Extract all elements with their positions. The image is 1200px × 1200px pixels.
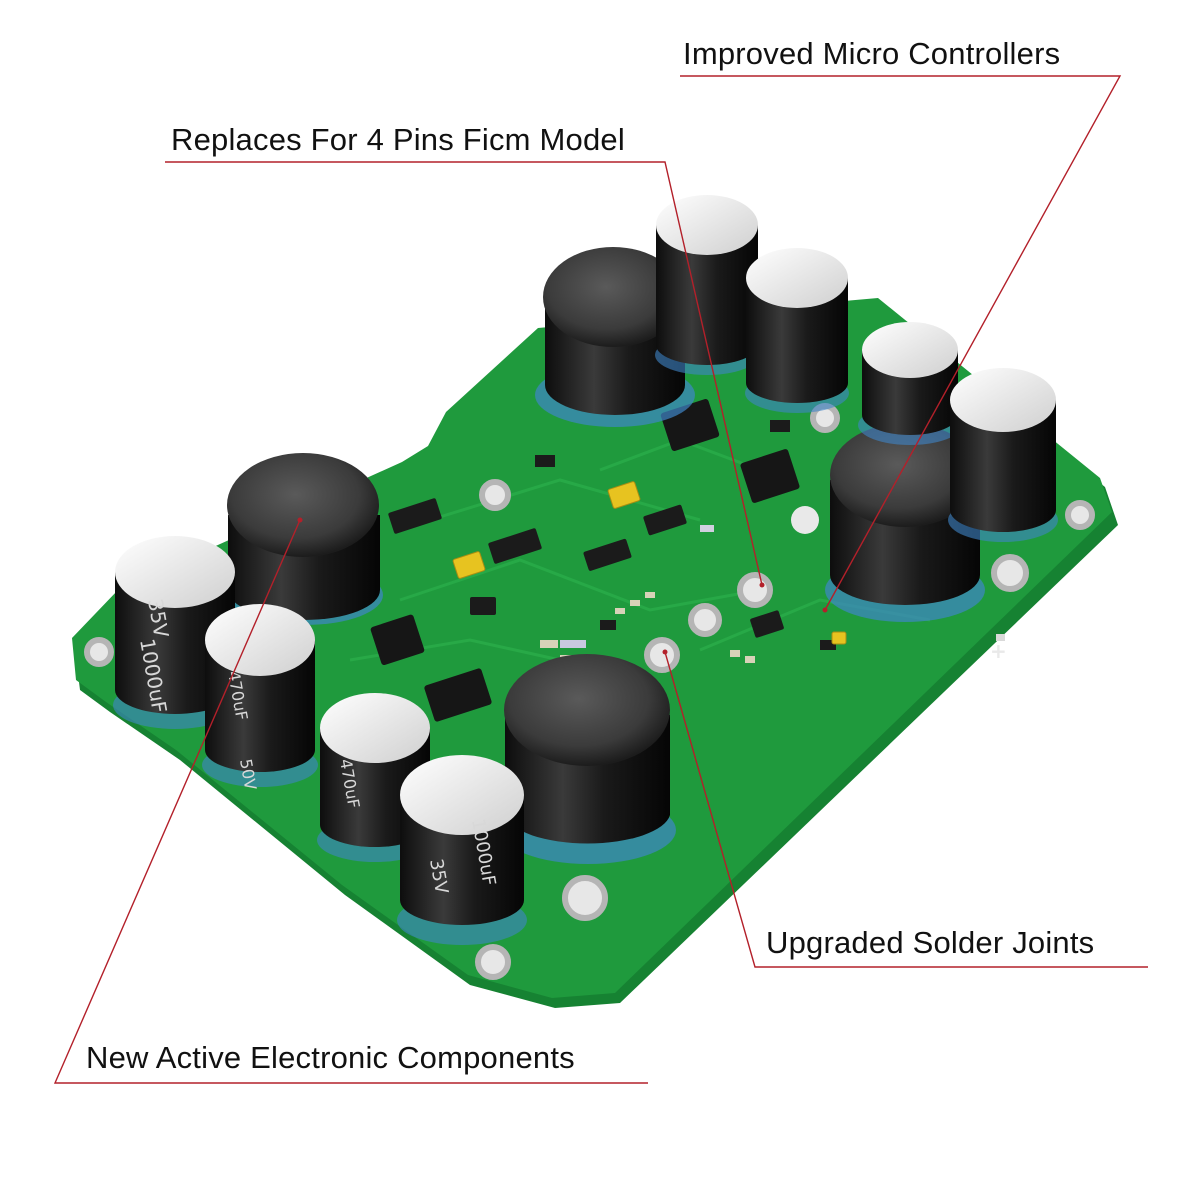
electrolytic-capacitor — [948, 368, 1058, 542]
callout-solder-joints: Upgraded Solder Joints — [766, 925, 1095, 960]
inductor — [227, 453, 383, 625]
callout-replaces-model: Replaces For 4 Pins Ficm Model — [171, 122, 625, 157]
electrolytic-capacitor — [745, 248, 849, 413]
electrolytic-capacitor — [655, 195, 759, 375]
electrolytic-capacitor: 1000uF 35V — [397, 755, 527, 945]
electrolytic-capacitor: 470uF 50V — [202, 604, 318, 792]
inductor — [500, 654, 676, 864]
tantalum-capacitors — [452, 481, 847, 645]
polarity-mark: + — [990, 639, 1007, 663]
inductor — [535, 247, 695, 427]
inductor — [825, 423, 985, 622]
leader-lines — [53, 75, 1148, 1084]
mounting-holes — [84, 403, 1095, 980]
electrolytic-capacitor — [858, 322, 962, 445]
callout-electronic-components: New Active Electronic Components — [86, 1040, 575, 1075]
smd-chips — [370, 399, 836, 722]
callout-micro-controllers: Improved Micro Controllers — [683, 36, 1061, 71]
